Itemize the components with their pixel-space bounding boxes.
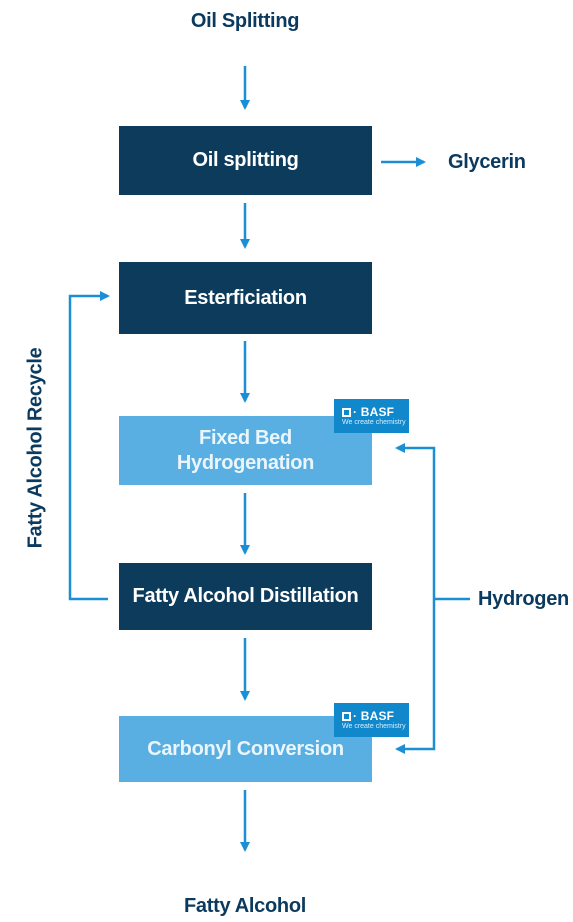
oil-splitting-box: Oil splitting (119, 126, 372, 195)
fatty-alcohol-distillation-box: Fatty Alcohol Distillation (119, 563, 372, 630)
esterification-box: Esterficiation (119, 262, 372, 334)
diagram-title: Oil Splitting (190, 10, 300, 32)
basf-tagline: We create chemistry (342, 419, 406, 426)
arrow-hydrogen-to-fixed-bed (395, 443, 436, 599)
fatty-alcohol-recycle-label: Fatty Alcohol Recycle (24, 347, 47, 549)
basf-logo: · BASF (342, 405, 394, 419)
basf-logo: · BASF (342, 709, 394, 723)
glycerin-label: Glycerin (448, 151, 526, 173)
basf-badge: · BASF We create chemistry (334, 703, 409, 737)
hydrogen-label: Hydrogen (478, 588, 569, 610)
arrow-hydrogen-to-carbonyl (395, 599, 436, 754)
arrow-recycle-loop (68, 291, 110, 601)
basf-badge: · BASF We create chemistry (334, 399, 409, 433)
basf-tagline: We create chemistry (342, 723, 406, 730)
carbonyl-conversion-box: Carbonyl Conversion (119, 716, 372, 782)
fixed-bed-hydrogenation-box: Fixed Bed Hydrogenation (119, 416, 372, 485)
fatty-alcohol-output-label: Fatty Alcohol (183, 895, 307, 917)
